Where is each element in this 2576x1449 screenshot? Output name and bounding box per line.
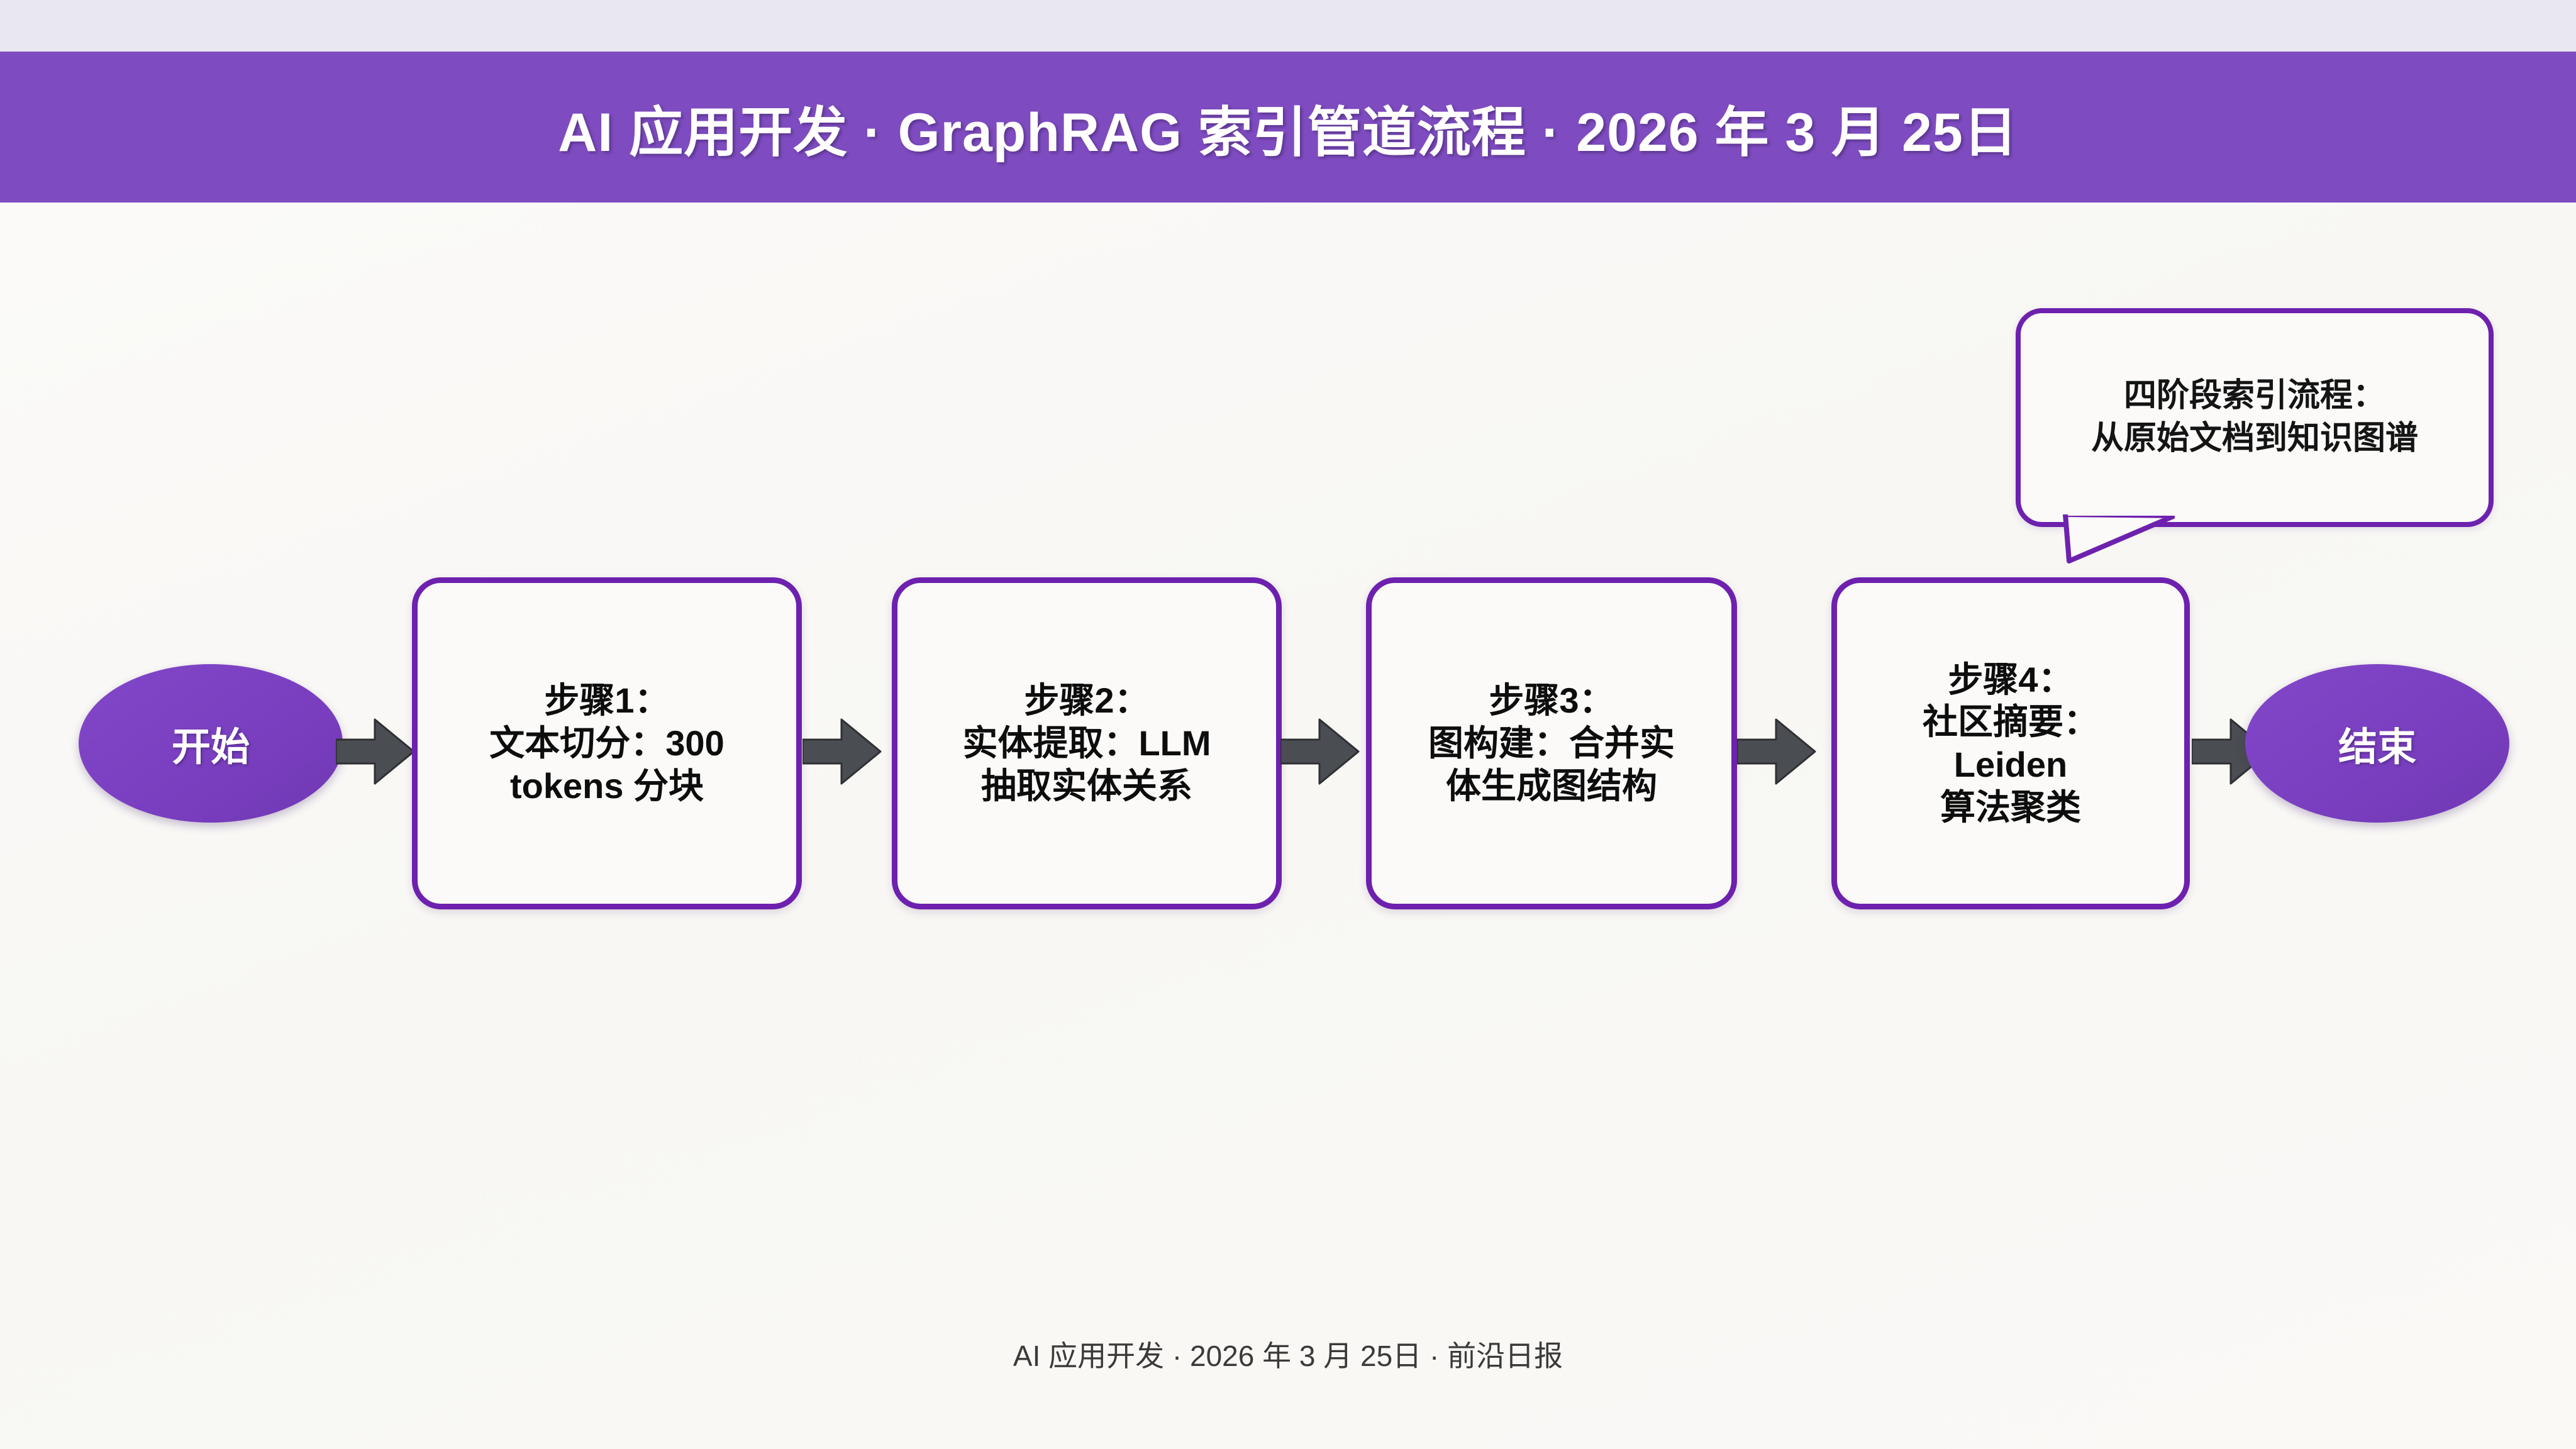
flow-node-step-3[interactable]: 步骤3： 图构建：合并实 体生成图结构 [1366, 577, 1737, 909]
flow-node-step-4-line-2: 社区摘要： [1923, 702, 2099, 742]
connector-arrow-step2-to-step3 [1279, 714, 1360, 789]
flow-node-step-1-line-3: tokens 分块 [509, 765, 704, 806]
top-accent-strip [0, 0, 2576, 52]
flow-node-step-1-line-1: 步骤1： [544, 680, 670, 721]
callout-tail-icon [2049, 507, 2177, 584]
footer: AI 应用开发 · 2026 年 3 月 25日 · 前沿日报 [0, 1333, 2576, 1375]
flow-node-step-4-line-4: 算法聚类 [1940, 787, 2081, 827]
connector-arrow-step1-to-step2 [801, 714, 882, 789]
connector-arrow-step3-to-step4 [1736, 714, 1816, 789]
connector-arrow-start-to-step1 [335, 714, 415, 789]
flow-node-step-3-line-2: 图构建：合并实 [1428, 723, 1675, 763]
flow-node-step-4-line-1: 步骤4： [1948, 659, 2074, 699]
flow-node-step-2-line-3: 抽取实体关系 [981, 765, 1192, 806]
flow-node-step-3-line-3: 体生成图结构 [1446, 765, 1657, 806]
flow-node-step-4[interactable]: 步骤4： 社区摘要： Leiden 算法聚类 [1831, 577, 2190, 909]
flow-node-end[interactable]: 结束 [2245, 664, 2509, 823]
flow-node-step-4-line-3: Leiden [1953, 745, 2068, 784]
flow-node-step-2-line-2: 实体提取：LLM [962, 723, 1211, 763]
flow-node-start-label: 开始 [171, 726, 250, 769]
flow-node-end-label: 结束 [2338, 726, 2416, 769]
flow-node-step-1[interactable]: 步骤1： 文本切分：300 tokens 分块 [412, 577, 802, 909]
footer-text: AI 应用开发 · 2026 年 3 月 25日 · 前沿日报 [1013, 1340, 1563, 1372]
flow-node-step-3-line-1: 步骤3： [1489, 680, 1614, 721]
callout-bubble[interactable]: 四阶段索引流程： 从原始文档到知识图谱 [2016, 308, 2494, 527]
page-title: AI 应用开发 · GraphRAG 索引管道流程 · 2026 年 3 月 2… [558, 102, 2018, 163]
callout-line-1: 四阶段索引流程： [2123, 377, 2385, 414]
flow-node-start[interactable]: 开始 [79, 664, 343, 823]
callout-line-2: 从原始文档到知识图谱 [2090, 420, 2418, 457]
flow-node-step-1-line-2: 文本切分：300 [489, 723, 724, 763]
header-band: AI 应用开发 · GraphRAG 索引管道流程 · 2026 年 3 月 2… [0, 52, 2576, 203]
flow-node-step-2-line-1: 步骤2： [1024, 680, 1150, 721]
flow-node-step-2[interactable]: 步骤2： 实体提取：LLM 抽取实体关系 [892, 577, 1282, 909]
